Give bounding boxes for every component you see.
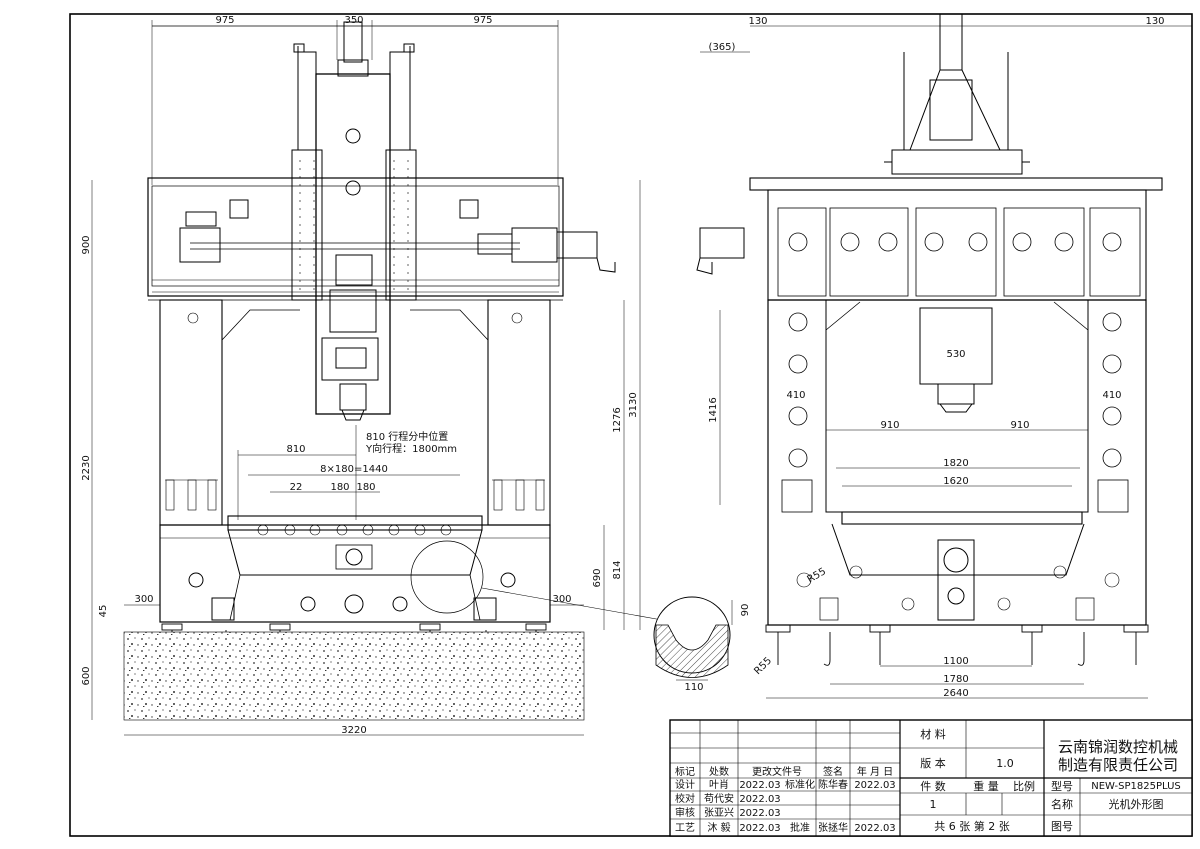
tb-rev-h4: 年 月 日 xyxy=(857,765,893,778)
dim-left-2230: 2230 xyxy=(81,455,92,480)
dim-810: 810 xyxy=(286,444,305,455)
tb-row1-role: 校对 xyxy=(675,792,695,805)
travel-note-2: Y向行程：1800mm xyxy=(365,442,457,455)
side-dim-2640: 2640 xyxy=(943,688,968,699)
tb-sheets: 共 6 张 第 2 张 xyxy=(934,819,1009,833)
side-dim-130-left: 130 xyxy=(748,16,767,27)
tb-row0-role2: 标准化 xyxy=(785,778,815,791)
dim-top-right: 975 xyxy=(473,15,492,26)
detail-view: 90 110 R55 xyxy=(653,596,774,693)
detail-dim-90: 90 xyxy=(740,604,751,617)
side-dim-410-left: 410 xyxy=(786,390,805,401)
side-dim-1620: 1620 xyxy=(943,476,968,487)
side-view xyxy=(696,13,1163,666)
tb-weight-label: 重 量 xyxy=(973,779,999,793)
tb-rev-h0: 标记 xyxy=(675,766,695,778)
tb-row3-role2: 批准 xyxy=(790,821,810,834)
tb-row3-date2: 2022.03 xyxy=(854,823,895,834)
tb-rev-h1: 处数 xyxy=(709,765,729,778)
front-dimensions: 975 350 975 900 2230 45 600 3130 1276 81… xyxy=(81,15,641,736)
dim-top-left: 975 xyxy=(215,15,234,26)
tb-row3-date: 2022.03 xyxy=(739,823,780,834)
tb-rev-h3: 签名 xyxy=(823,765,843,778)
side-dim-1780: 1780 xyxy=(943,674,968,685)
tb-row0-name2: 陈华春 xyxy=(818,778,848,791)
title-block: 材 料 版 本 1.0 云南锦润数控机械 制造有限责任公司 件 数 重 量 比例… xyxy=(669,719,1193,837)
dim-top-center: 350 xyxy=(344,15,363,26)
dim-right-814: 814 xyxy=(612,560,623,579)
side-dim-910-right: 910 xyxy=(1010,420,1029,431)
dim-180a: 180 xyxy=(330,482,349,493)
dim-180b: 180 xyxy=(356,482,375,493)
tb-row0-date: 2022.03 xyxy=(739,780,780,791)
tb-version-label: 版 本 xyxy=(920,756,946,770)
travel-note-1: 810 行程分中位置 xyxy=(366,430,448,443)
tb-name-label: 名称 xyxy=(1051,797,1073,811)
tb-row0-role: 设计 xyxy=(675,778,695,791)
tb-row3-name2: 张拯华 xyxy=(818,821,848,834)
sheet-border xyxy=(69,13,1193,837)
tb-company-line2: 制造有限责任公司 xyxy=(1058,756,1178,774)
tb-row2-name: 张亚兴 xyxy=(704,807,734,819)
tb-row3-role: 工艺 xyxy=(675,822,695,834)
tb-row1-name: 苟代安 xyxy=(704,792,734,805)
tb-row1-date: 2022.03 xyxy=(739,794,780,805)
tb-name-value: 光机外形图 xyxy=(1109,797,1164,811)
side-dim-1416: 1416 xyxy=(708,397,719,422)
dim-left-45: 45 xyxy=(98,605,109,618)
tb-row0-name: 叶肖 xyxy=(709,778,729,791)
dim-bottom-left-300: 300 xyxy=(134,594,153,605)
side-dimensions: 130 130 (365) 1416 530 410 410 910 910 1… xyxy=(700,16,1192,699)
side-dim-530: 530 xyxy=(946,349,965,360)
dim-bottom-right-300: 300 xyxy=(552,594,571,605)
tb-scale-label: 比例 xyxy=(1013,779,1035,793)
tb-version-value: 1.0 xyxy=(996,757,1014,770)
side-dim-365: (365) xyxy=(709,42,736,53)
side-dim-910-left: 910 xyxy=(880,420,899,431)
dim-8x180: 8×180=1440 xyxy=(320,464,388,475)
tb-rev-h2: 更改文件号 xyxy=(752,765,802,778)
front-view xyxy=(147,20,616,666)
side-dim-1820: 1820 xyxy=(943,458,968,469)
tb-model-label: 型号 xyxy=(1051,779,1073,793)
dim-right-1276: 1276 xyxy=(612,407,623,432)
side-dim-130-right: 130 xyxy=(1145,16,1164,27)
tb-row2-date: 2022.03 xyxy=(739,808,780,819)
tb-drawing-no-label: 图号 xyxy=(1051,820,1073,833)
tb-material-label: 材 料 xyxy=(920,727,946,741)
tb-row2-role: 审核 xyxy=(675,806,695,819)
dim-left-900: 900 xyxy=(81,235,92,254)
tb-model-value: NEW-SP1825PLUS xyxy=(1091,781,1181,792)
dim-right-3130: 3130 xyxy=(628,392,639,417)
tb-row0-date2: 2022.03 xyxy=(854,780,895,791)
side-dim-r55: R55 xyxy=(805,566,828,585)
detail-dim-r55: R55 xyxy=(752,655,774,677)
detail-dim-110: 110 xyxy=(684,682,703,693)
dim-right-690: 690 xyxy=(592,568,603,587)
dim-22: 22 xyxy=(290,482,303,493)
tb-company-line1: 云南锦润数控机械 xyxy=(1058,738,1178,756)
dim-left-600: 600 xyxy=(81,666,92,685)
detail-leader xyxy=(481,587,663,621)
tb-row3-name: 沐 毅 xyxy=(707,821,730,834)
tb-count-value: 1 xyxy=(930,798,937,811)
concrete-foundation xyxy=(123,631,585,721)
tb-count-label: 件 数 xyxy=(920,780,946,793)
dim-bottom-3220: 3220 xyxy=(341,725,366,736)
side-dim-410-right: 410 xyxy=(1102,390,1121,401)
side-dim-1100: 1100 xyxy=(943,656,968,667)
